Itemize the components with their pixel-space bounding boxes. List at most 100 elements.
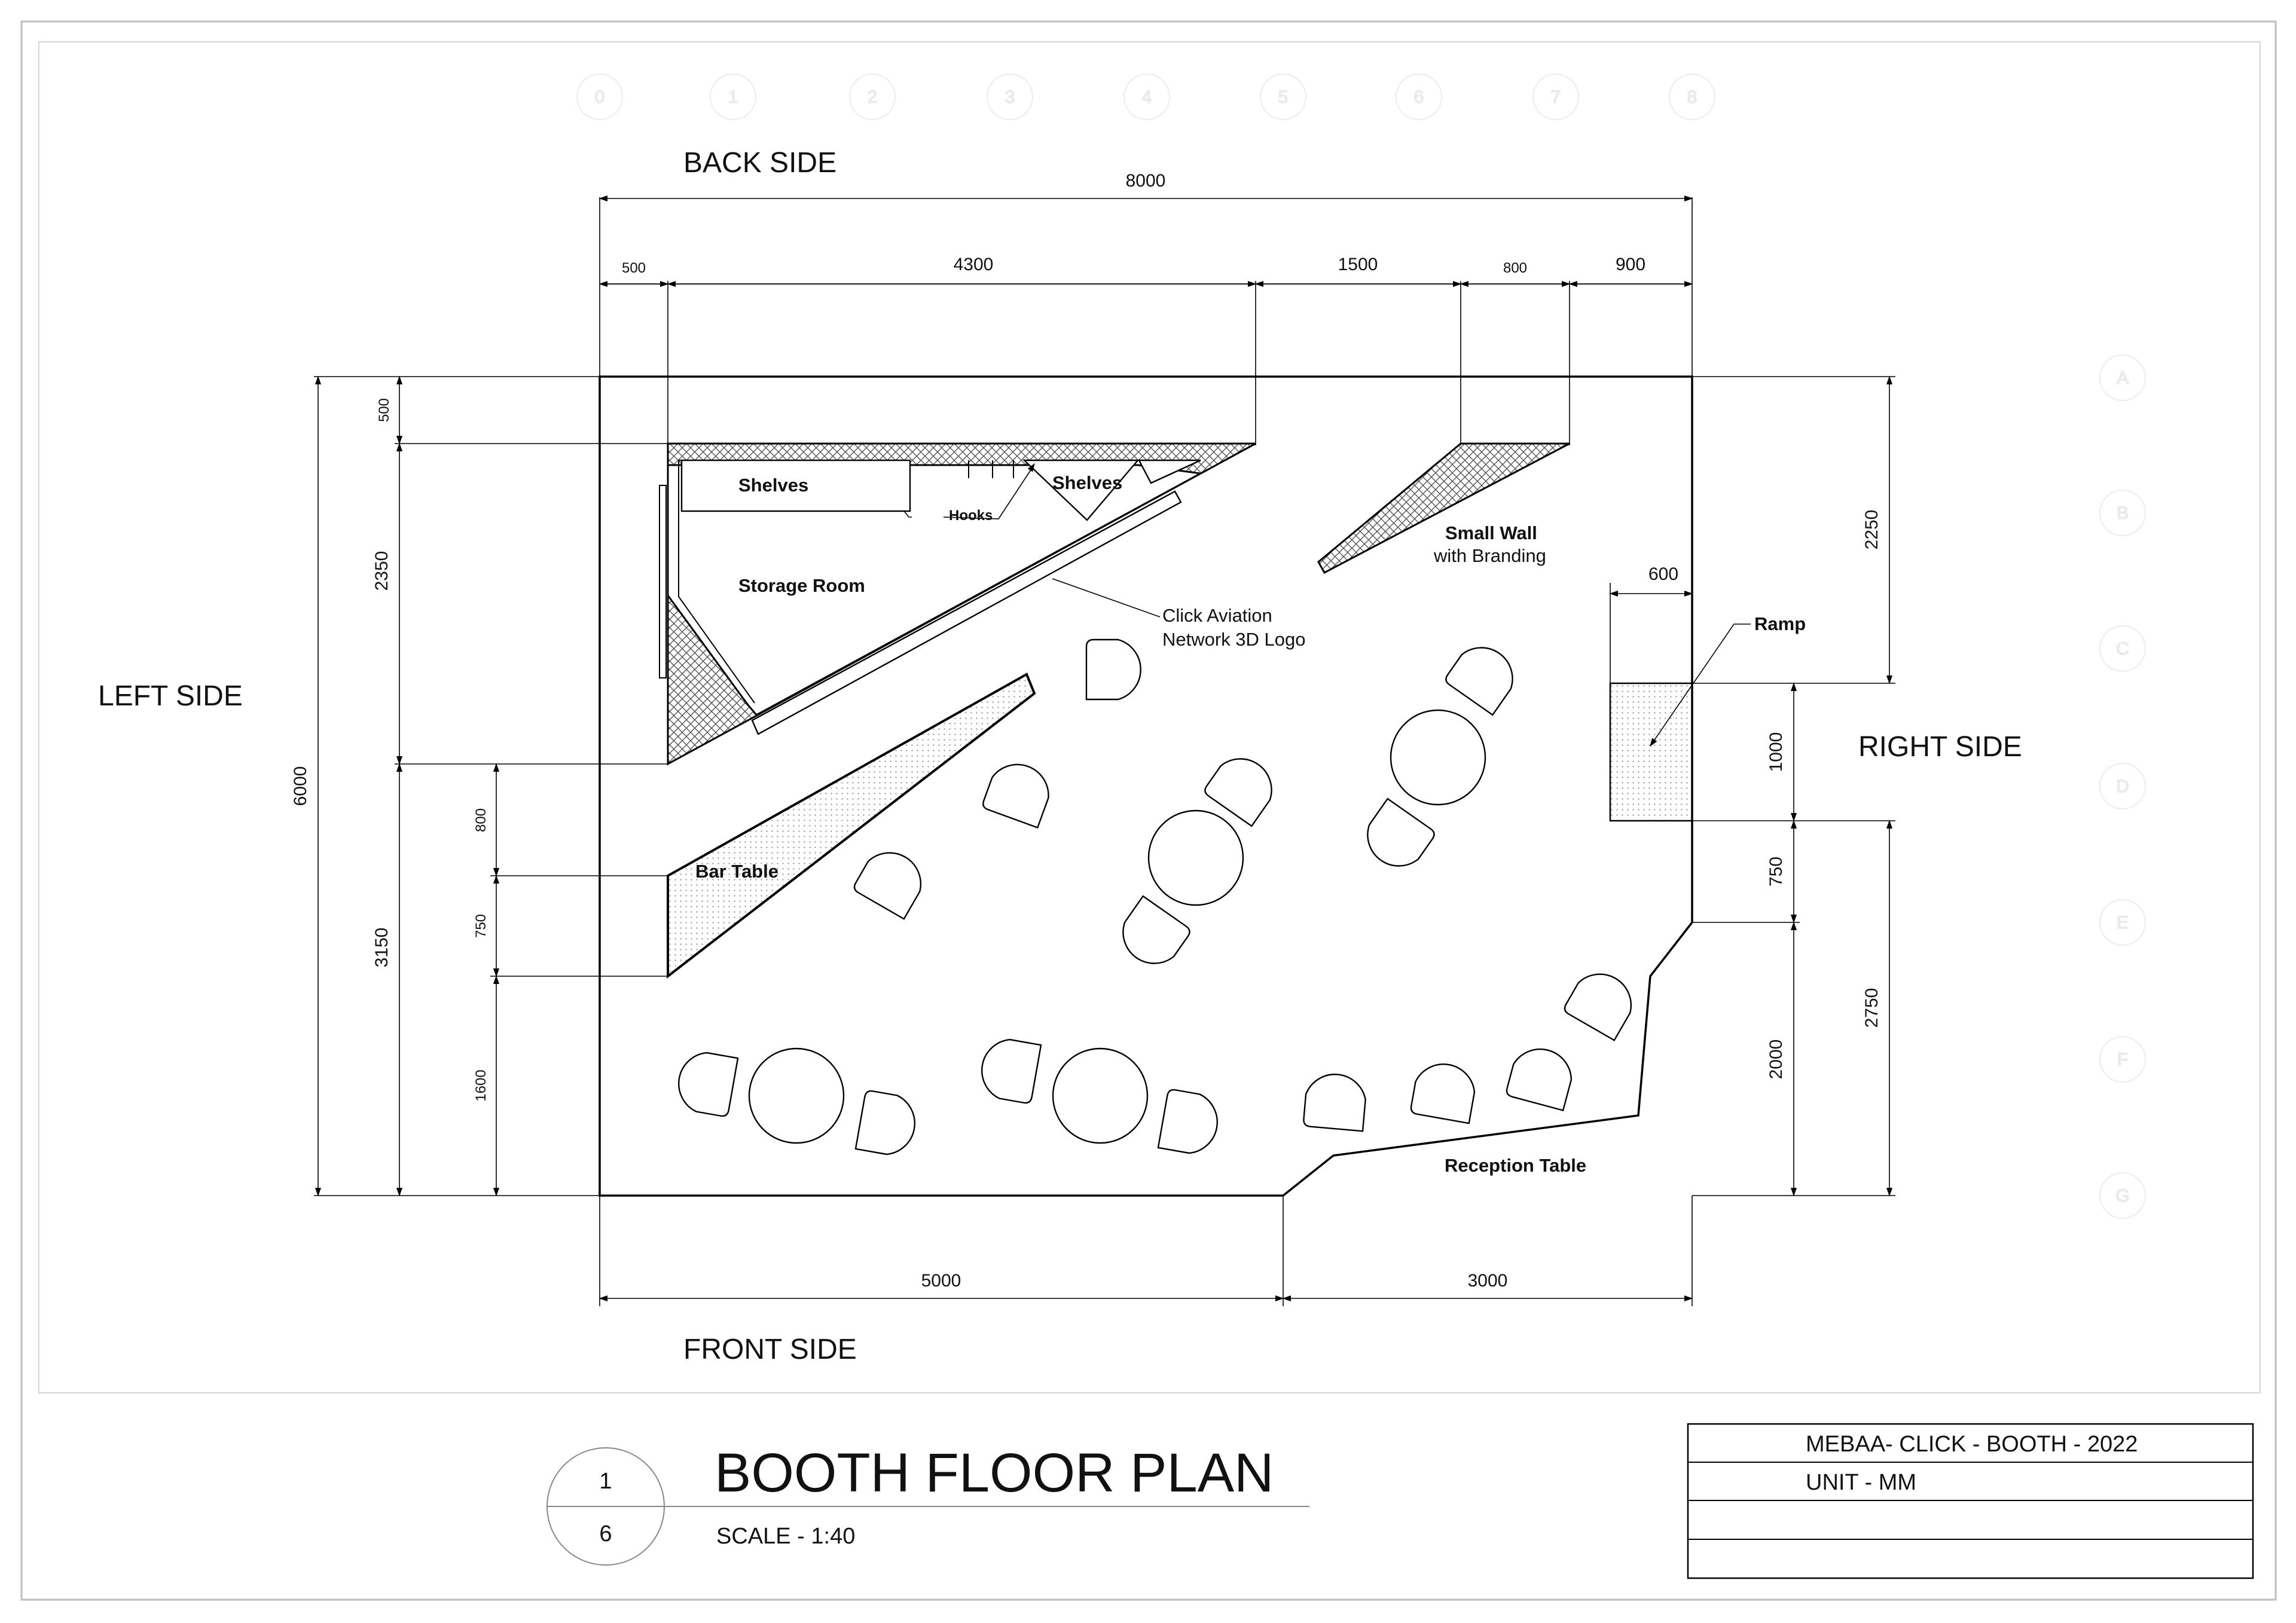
chair xyxy=(1410,1063,1476,1124)
logo-label-line1: Click Aviation xyxy=(1162,605,1272,626)
chair xyxy=(981,1038,1042,1104)
shelves-left-label: Shelves xyxy=(738,475,808,496)
small-wall-label-line2: with Branding xyxy=(1433,545,1546,566)
grid-bubble-1: 1 xyxy=(710,74,756,120)
chair xyxy=(854,1090,915,1156)
logo-strip xyxy=(751,490,1182,735)
dim-right-2750: 2750 xyxy=(1862,988,1882,1028)
grid-bubble-8: 8 xyxy=(1669,74,1715,120)
grid-bubble-g: G xyxy=(2099,1172,2146,1219)
sheet-number: 6 xyxy=(599,1521,612,1546)
grid-bubble-6: 6 xyxy=(1396,74,1442,120)
dim-left-6000: 6000 xyxy=(291,766,310,806)
dimension-texts: 8000 500 4300 1500 800 900 5000 3000 600… xyxy=(291,171,1882,1291)
project-unit: UNIT - MM xyxy=(1806,1470,1916,1495)
chair xyxy=(1122,895,1190,964)
round-table xyxy=(1390,709,1486,806)
small-wall xyxy=(1317,442,1570,574)
grid-bubble-7: 7 xyxy=(1532,74,1579,120)
storage-room-label: Storage Room xyxy=(738,575,865,596)
dim-top-800: 800 xyxy=(1503,260,1527,276)
grid-bubble-5: 5 xyxy=(1260,74,1306,120)
chair xyxy=(853,852,922,920)
back-side-label: BACK SIDE xyxy=(683,147,836,179)
grid-label: 1 xyxy=(728,87,738,107)
grid-label: 2 xyxy=(868,87,878,107)
shelves-right xyxy=(1022,459,1140,521)
dim-left-2350: 2350 xyxy=(372,551,392,591)
dim-bottom-3000: 3000 xyxy=(1468,1271,1508,1291)
grid-bubble-b: B xyxy=(2099,490,2146,536)
reception-table-label: Reception Table xyxy=(1445,1155,1586,1176)
grid-label: B xyxy=(2117,503,2129,523)
grid-label: G xyxy=(2115,1186,2129,1206)
grid-label: D xyxy=(2116,777,2129,796)
ramp-label: Ramp xyxy=(1754,613,1806,634)
chair xyxy=(1564,973,1632,1041)
dim-top-1500: 1500 xyxy=(1338,255,1378,274)
grid-label: F xyxy=(2117,1050,2128,1069)
dim-top-500: 500 xyxy=(622,260,646,276)
grid-bubble-d: D xyxy=(2099,763,2146,809)
title-block: 1 6 BOOTH FLOOR PLAN SCALE - 1:40 MEBAA-… xyxy=(546,1423,2254,1579)
dim-top-total: 8000 xyxy=(1126,171,1166,191)
sheet-outer-border xyxy=(20,20,2277,1601)
grid-bubble-0: 0 xyxy=(576,74,623,120)
dim-top-4300: 4300 xyxy=(954,255,994,274)
grid-label: 6 xyxy=(1414,87,1424,107)
dim-bar-750: 750 xyxy=(473,914,489,938)
chair xyxy=(982,763,1049,829)
chair xyxy=(678,1052,739,1117)
dim-bottom-5000: 5000 xyxy=(921,1271,961,1291)
bar-table-label: Bar Table xyxy=(695,861,778,882)
drawing-number: 1 xyxy=(599,1469,612,1494)
grid-label: A xyxy=(2117,368,2129,388)
grid-label: 8 xyxy=(1687,87,1697,107)
reception-table xyxy=(1282,921,1693,1197)
logo-label-line2: Network 3D Logo xyxy=(1162,629,1306,650)
chair xyxy=(1085,638,1141,701)
grid-column-bubbles: 0 1 2 3 4 5 6 7 8 xyxy=(576,74,1715,120)
grid-bubble-4: 4 xyxy=(1123,74,1170,120)
grid-bubble-2: 2 xyxy=(849,74,896,120)
furniture xyxy=(678,638,1632,1156)
chair xyxy=(1445,647,1513,716)
grid-label: 5 xyxy=(1278,87,1289,107)
leader-lines xyxy=(903,463,1751,747)
drawing-scale: SCALE - 1:40 xyxy=(716,1524,855,1549)
dim-left-500: 500 xyxy=(376,398,392,422)
dim-right-2000: 2000 xyxy=(1766,1040,1786,1080)
dim-bar-800: 800 xyxy=(473,808,489,832)
dimension-lines xyxy=(314,195,1895,1306)
grid-bubble-e: E xyxy=(2099,899,2146,946)
dim-left-3150: 3150 xyxy=(372,928,392,968)
dim-right-2250: 2250 xyxy=(1862,510,1882,550)
chair xyxy=(1367,797,1435,867)
dim-right-1000: 1000 xyxy=(1766,732,1786,772)
left-side-label: LEFT SIDE xyxy=(98,680,243,712)
ramp xyxy=(1609,682,1693,822)
storage-room xyxy=(659,442,1256,766)
small-wall-label-line1: Small Wall xyxy=(1445,522,1537,543)
dim-bar-1600: 1600 xyxy=(473,1069,489,1101)
chair xyxy=(1204,758,1272,827)
chair xyxy=(1303,1074,1366,1132)
grid-label: C xyxy=(2116,639,2129,659)
grid-bubble-c: C xyxy=(2099,625,2146,672)
shelves-right-label: Shelves xyxy=(1052,472,1122,493)
bar-table xyxy=(667,673,1036,979)
chair xyxy=(1157,1089,1218,1154)
grid-label: 3 xyxy=(1005,87,1015,107)
grid-bubble-f: F xyxy=(2099,1036,2146,1083)
grid-label: 0 xyxy=(595,87,605,107)
project-name: MEBAA- CLICK - BOOTH - 2022 xyxy=(1806,1432,2138,1457)
front-side-label: FRONT SIDE xyxy=(683,1334,857,1365)
round-table xyxy=(1052,1047,1149,1144)
plan-labels: Shelves Shelves Hooks Storage Room Click… xyxy=(695,472,1806,1176)
grid-label: 7 xyxy=(1551,87,1561,107)
sheet-inner-border xyxy=(38,41,2261,1393)
round-table xyxy=(748,1047,845,1144)
dim-top-900: 900 xyxy=(1616,255,1645,274)
shelves-left xyxy=(680,459,911,512)
